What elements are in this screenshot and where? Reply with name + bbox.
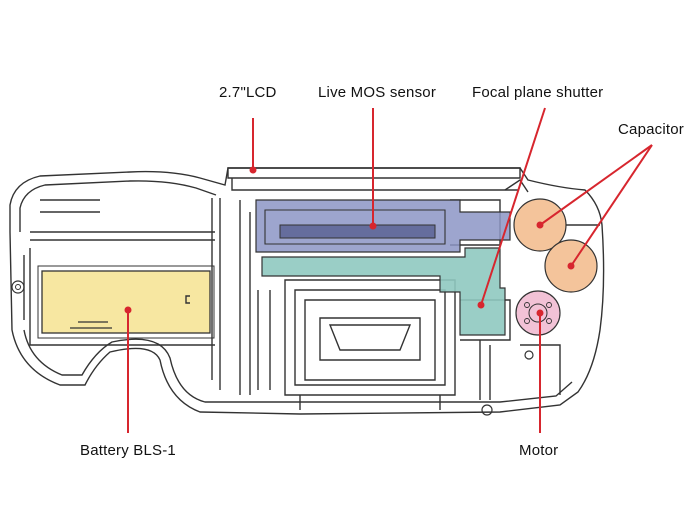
- sensor-chip: [279, 224, 436, 239]
- label-capacitor: Capacitor: [618, 121, 684, 138]
- leader-capacitor-2: [570, 144, 653, 267]
- leader-motor-dot: [536, 309, 544, 317]
- leader-capacitor-1: [539, 144, 653, 226]
- screw-detail: [481, 404, 493, 416]
- sensor-detail: [264, 209, 446, 245]
- label-motor: Motor: [519, 442, 559, 459]
- shutter-shape: [261, 247, 506, 336]
- leader-capacitor-2-dot: [567, 262, 575, 270]
- dial-detail: [11, 280, 25, 294]
- leader-sensor-dot: [369, 222, 377, 230]
- leader-shutter: [480, 107, 546, 306]
- leader-capacitor-1-dot: [536, 221, 544, 229]
- motor-detail-3: [524, 318, 530, 324]
- dial-detail-inner: [15, 284, 21, 290]
- battery-shape: [41, 270, 211, 334]
- label-battery: Battery BLS-1: [80, 442, 176, 459]
- leader-battery-dot: [124, 306, 132, 314]
- motor-shaft: [528, 303, 548, 323]
- leader-lcd-dot: [249, 166, 257, 174]
- motor-detail-4: [546, 318, 552, 324]
- battery-compartment: [37, 265, 215, 339]
- battery-contact: [185, 295, 190, 304]
- label-focal-plane-shutter: Focal plane shutter: [472, 84, 604, 101]
- screw-detail-2: [524, 350, 534, 360]
- battery-marking: [70, 321, 112, 329]
- motor-detail: [524, 302, 530, 308]
- motor-detail-2: [546, 302, 552, 308]
- label-live-mos-sensor: Live MOS sensor: [318, 84, 437, 101]
- leader-shutter-dot: [477, 301, 485, 309]
- label-lcd: 2.7"LCD: [219, 84, 277, 101]
